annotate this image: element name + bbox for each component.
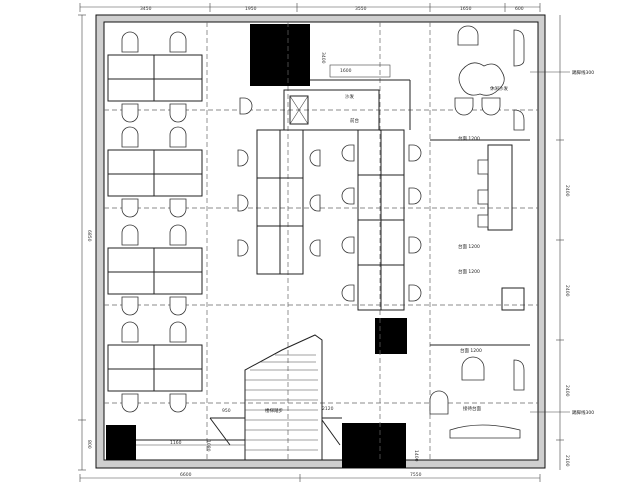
right-lounge-area: 台面 1200 台面 1200 台面 1200 休闲沙发 接待台面 台面 120… (429, 25, 530, 439)
side-note-4: 台面 1200 (460, 347, 482, 354)
column-bottom-left (106, 425, 136, 460)
dim-bottom-2: 7550 (410, 472, 422, 478)
side-note-1: 台面 1200 (458, 135, 480, 142)
dim-top-1: 3450 (140, 6, 152, 12)
right-annotation-tags: 踢脚线300 踢脚线300 (530, 69, 594, 416)
column-top (250, 24, 310, 86)
dim-inner-5: 1160 (170, 440, 182, 446)
sofa-label: 沙发 (345, 93, 354, 100)
top-dimension-line: 3450 1950 3550 1650 600 (79, 3, 541, 12)
dim-right-2: 2400 (564, 285, 570, 297)
dim-inner-3: 950 (222, 408, 231, 414)
outer-walls (95, 14, 546, 469)
center-desk-column (237, 97, 321, 275)
side-note-3: 台面 1200 (458, 268, 480, 275)
dim-inner-1: 1600 (340, 68, 352, 74)
dim-left-2: 800 (86, 440, 92, 449)
staircase: 950 2120 1160 楼梯踏步 (170, 334, 342, 460)
stair-note: 楼梯踏步 (265, 407, 283, 414)
seat-note-1: 休闲沙发 (490, 85, 508, 92)
dim-right-1: 2400 (564, 185, 570, 197)
seat-note-2: 接待台面 (463, 405, 481, 412)
right-tag-2: 踢脚线300 (572, 409, 594, 416)
dim-top-3: 3550 (355, 6, 367, 12)
center-right-desk-column (341, 129, 422, 311)
bottom-dimension-line: 6600 7550 (79, 472, 541, 482)
bottom-entry: 1080 1400 (136, 439, 419, 462)
counter-label: 前台 (350, 117, 359, 124)
right-tag-1: 踢脚线300 (572, 69, 594, 76)
left-chairs (121, 31, 187, 413)
dim-inner-2: 3400 (320, 52, 326, 64)
service-room: 沙发 前台 1600 3400 (283, 52, 411, 131)
dim-left-1: 6850 (86, 230, 92, 242)
right-dimension-line: 2400 2400 2400 2100 (556, 15, 570, 470)
dim-top-2: 1950 (245, 6, 257, 12)
dim-right-4: 2100 (564, 455, 570, 467)
dim-bottom-1: 6600 (180, 472, 192, 478)
dim-inner-7: 1400 (413, 450, 419, 462)
dim-inner-4: 2120 (322, 406, 334, 412)
dim-top-4: 1650 (460, 6, 472, 12)
column-bottom-center (342, 423, 406, 468)
side-note-2: 台面 1200 (458, 243, 480, 250)
dim-top-5: 600 (515, 6, 524, 12)
left-dimension-line: 6850 800 (78, 14, 92, 471)
dim-inner-6: 1080 (205, 440, 211, 452)
dim-right-3: 2400 (564, 385, 570, 397)
left-desk-clusters (107, 54, 203, 392)
